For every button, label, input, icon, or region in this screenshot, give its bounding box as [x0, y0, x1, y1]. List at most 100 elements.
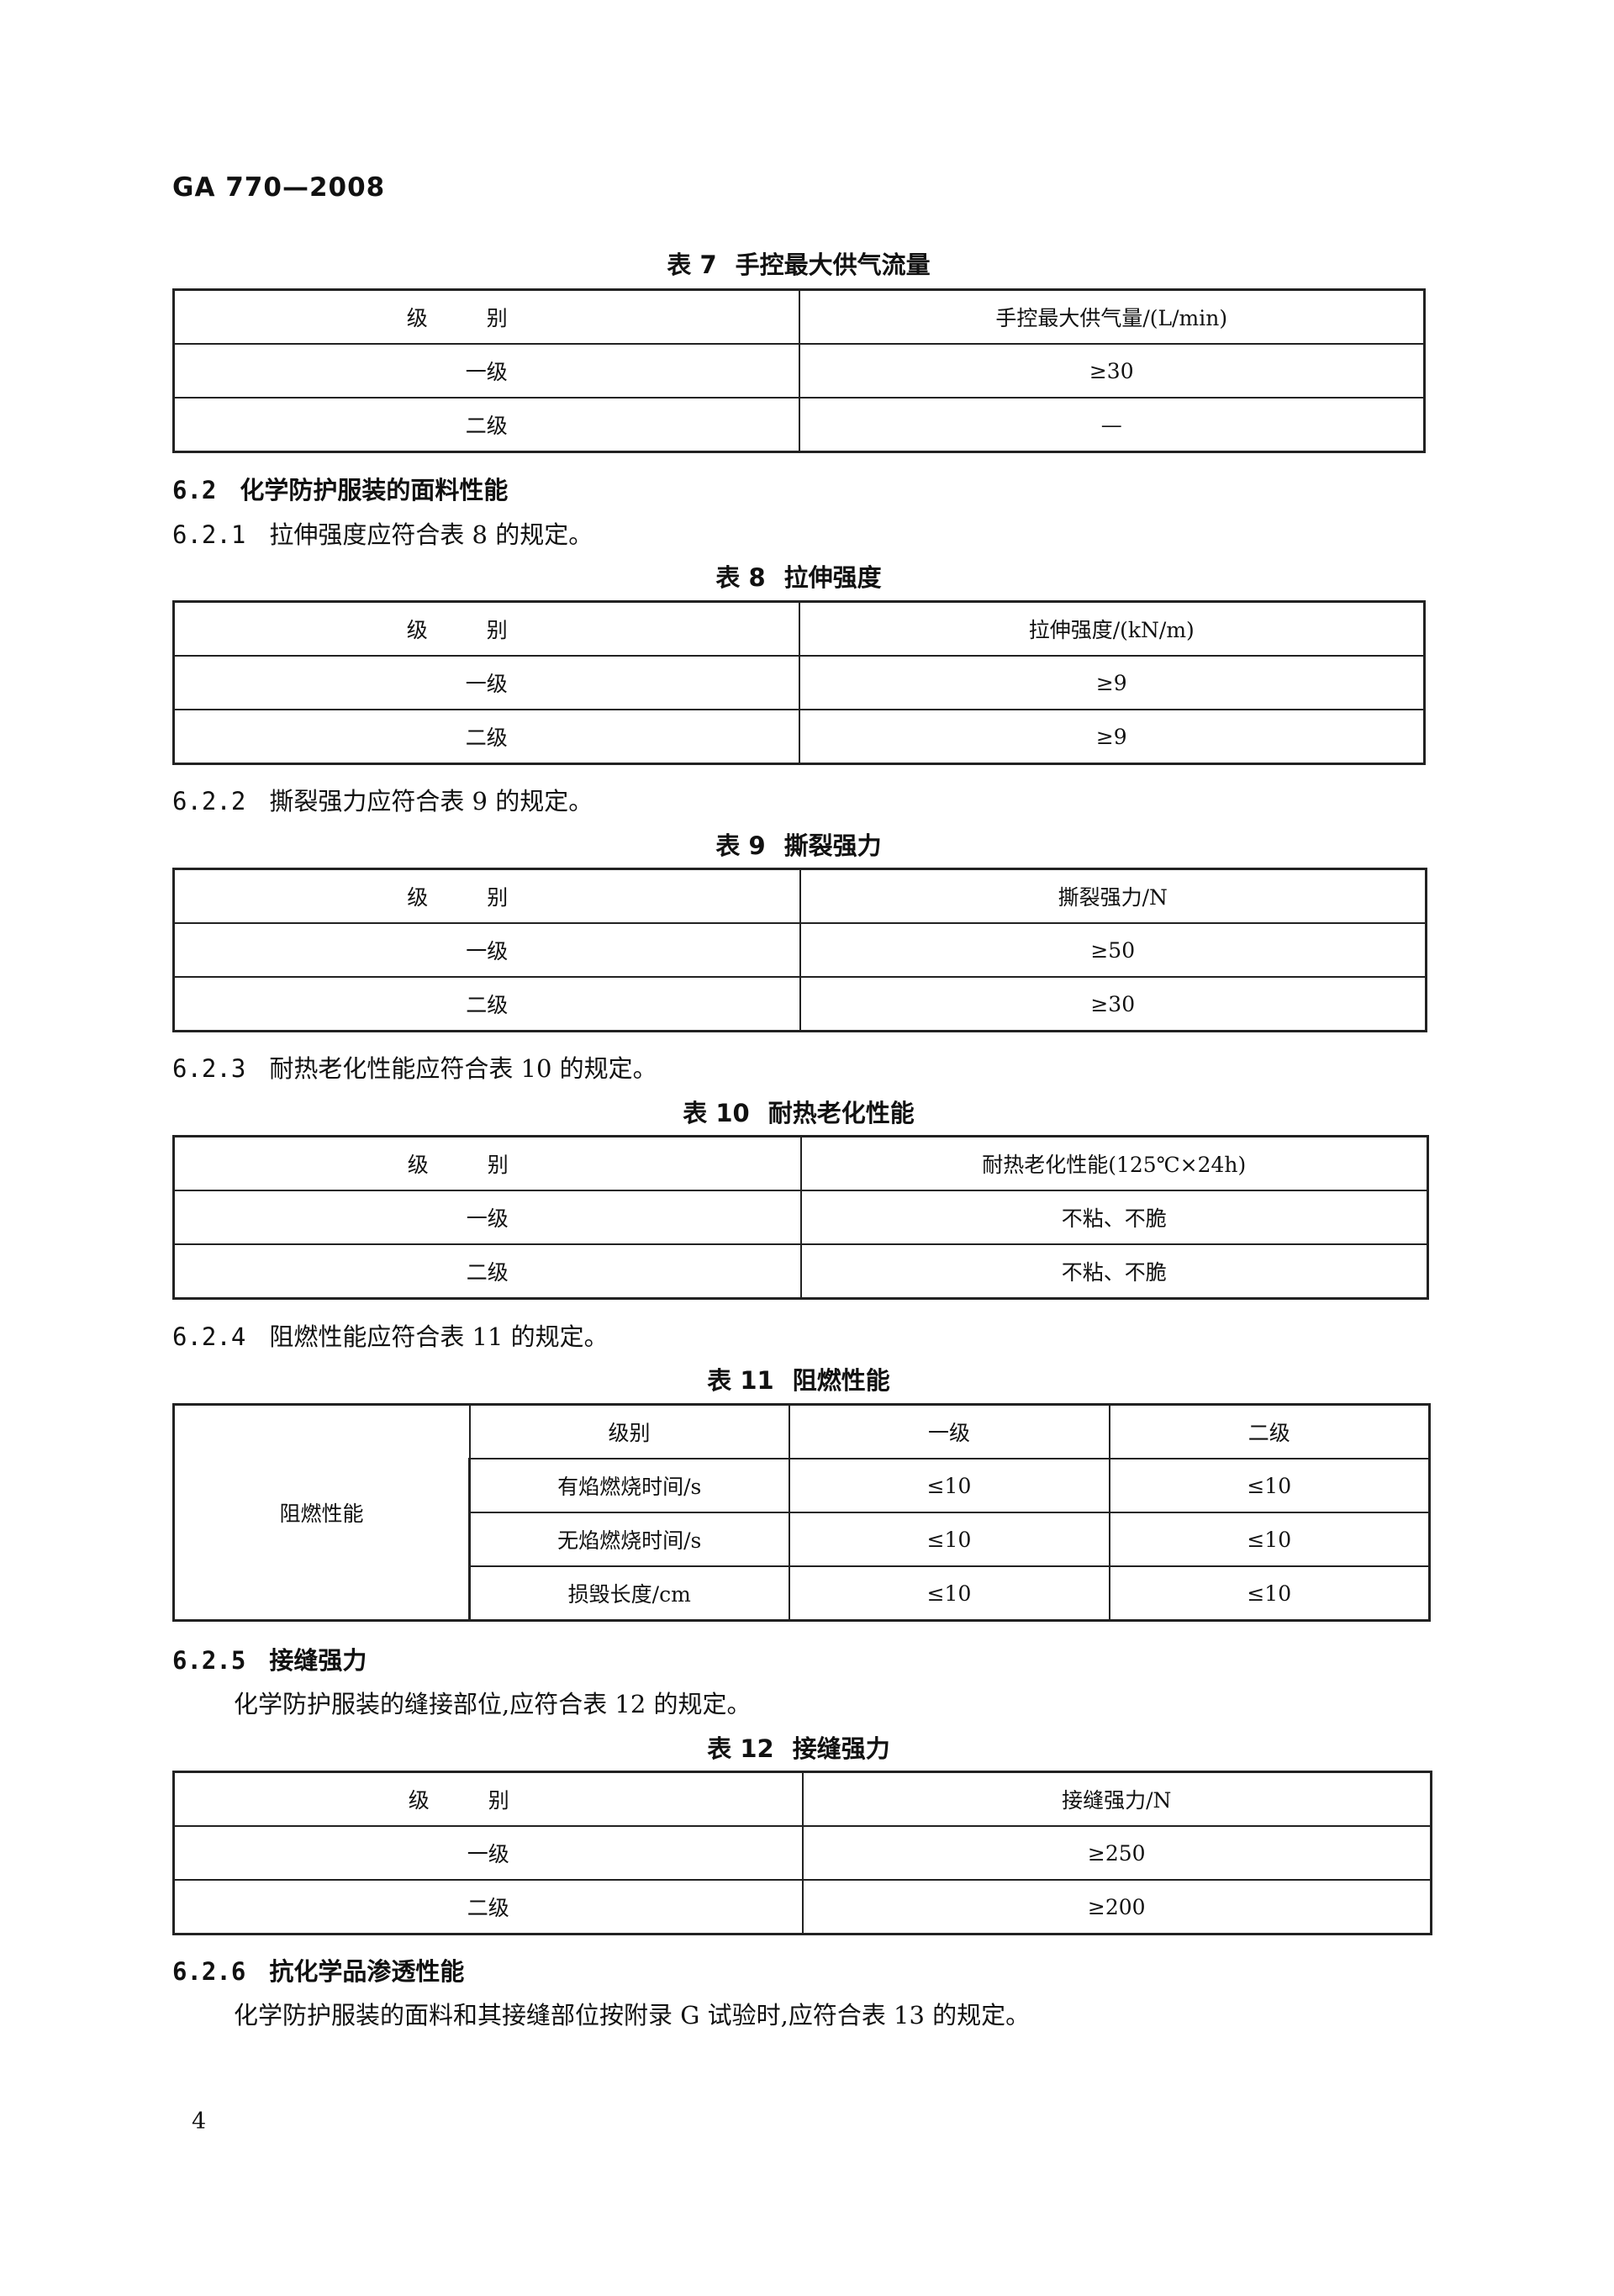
section-title: 接缝强力	[269, 1646, 367, 1675]
table-row: 二级 ≥30	[172, 976, 1427, 1032]
table7-cell: 一级	[172, 343, 800, 399]
table10-caption-number: 表 10	[683, 1099, 750, 1127]
section-number: 6.2.3	[172, 1054, 246, 1083]
table10-cell: 二级	[172, 1243, 802, 1300]
section-number: 6.2	[172, 476, 217, 504]
table8-cell: ≥9	[798, 655, 1426, 710]
table7-cell: ≥30	[798, 343, 1426, 399]
table8-cell: 二级	[172, 709, 800, 765]
table12-header-level: 级别	[172, 1771, 804, 1827]
table8-caption-number: 表 8	[715, 563, 766, 592]
table9: 级别 撕裂强力/N 一级 ≥50 二级 ≥30	[172, 868, 1427, 1032]
table9-caption-title: 撕裂强力	[783, 831, 882, 860]
section-6-2-3: 6.2.3 耐热老化性能应符合表 10 的规定。	[172, 1049, 657, 1085]
paragraph-6-2-5: 化学防护服装的缝接部位,应符合表 12 的规定。	[234, 1690, 752, 1718]
table8-cell: ≥9	[798, 709, 1426, 765]
section-title: 抗化学品渗透性能	[269, 1957, 465, 1986]
table11-cell: ≤10	[1108, 1512, 1431, 1567]
table9-header-value: 撕裂强力/N	[799, 868, 1427, 924]
section-number: 6.2.1	[172, 520, 246, 549]
table-row: 损毁长度/cm ≤10 ≤10	[174, 1565, 1431, 1622]
table7: 级别 手控最大供气量/(L/min) 一级 ≥30 二级 —	[172, 288, 1426, 453]
table10-caption-title: 耐热老化性能	[767, 1099, 915, 1127]
table9-cell: 二级	[172, 976, 801, 1032]
table9-cell: ≥30	[799, 976, 1427, 1032]
table9-cell: ≥50	[799, 922, 1427, 978]
table11-header-grade2: 二级	[1108, 1403, 1431, 1459]
table12-caption-title: 接缝强力	[792, 1734, 890, 1763]
table-row: 级别 拉伸强度/(kN/m)	[172, 600, 1426, 657]
table9-header-level: 级别	[172, 868, 801, 924]
table7-cell: 二级	[172, 397, 800, 453]
table-row: 级别 接缝强力/N	[172, 1771, 1432, 1827]
table11-cell: 无焰燃烧时间/s	[468, 1512, 790, 1567]
section-number: 6.2.2	[172, 787, 246, 815]
table12: 级别 接缝强力/N 一级 ≥250 二级 ≥200	[172, 1771, 1432, 1935]
section-number: 6.2.5	[172, 1646, 246, 1675]
table10-cell: 不粘、不脆	[799, 1190, 1429, 1245]
section-6-2-1: 6.2.1 拉伸强度应符合表 8 的规定。	[172, 515, 593, 551]
table8-caption: 表 8 拉伸强度	[172, 558, 1425, 594]
table-row: 二级 —	[172, 397, 1426, 453]
table12-caption-number: 表 12	[707, 1734, 774, 1763]
document-header: GA 770—2008	[172, 172, 386, 203]
table12-header-value: 接缝强力/N	[801, 1771, 1432, 1827]
table-row: 级别 耐热老化性能(125℃×24h)	[172, 1135, 1429, 1191]
section-6-2-2: 6.2.2 撕裂强力应符合表 9 的规定。	[172, 782, 593, 817]
table-row: 一级 ≥30	[172, 343, 1426, 399]
table10-header-level: 级别	[172, 1135, 802, 1191]
table-row: 一级 ≥9	[172, 655, 1426, 710]
table7-header-level: 级别	[172, 288, 800, 345]
table11-cell: ≤10	[788, 1565, 1110, 1622]
table12-caption: 表 12 接缝强力	[172, 1729, 1425, 1765]
page-number: 4	[192, 2109, 207, 2135]
table11-row-label: 阻燃性能	[172, 1403, 471, 1622]
table8-header-level: 级别	[172, 600, 800, 657]
table11-caption: 表 11 阻燃性能	[172, 1361, 1425, 1396]
table-row: 二级 不粘、不脆	[172, 1243, 1429, 1300]
table-row: 一级 不粘、不脆	[172, 1190, 1429, 1245]
section-6-2: 6.2 化学防护服装的面料性能	[172, 471, 508, 506]
table-row: 阻燃性能 级别 一级 二级	[172, 1403, 1431, 1622]
table11-cell: 损毁长度/cm	[468, 1565, 790, 1622]
table11-cell: ≤10	[1108, 1458, 1431, 1513]
table11-caption-title: 阻燃性能	[792, 1366, 890, 1395]
table8-caption-title: 拉伸强度	[783, 563, 882, 592]
table-row: 二级 ≥200	[172, 1879, 1432, 1935]
table10-caption: 表 10 耐热老化性能	[172, 1094, 1425, 1129]
table-row: 有焰燃烧时间/s ≤10 ≤10	[174, 1458, 1431, 1513]
table12-cell: 一级	[172, 1825, 804, 1881]
table12-cell: 二级	[172, 1879, 804, 1935]
table7-caption-number: 表 7	[667, 251, 717, 279]
table11: 阻燃性能 级别 一级 二级 有焰燃烧时间/s ≤10 ≤10 无焰燃烧时间/s …	[172, 1403, 1431, 1622]
section-number: 6.2.4	[172, 1322, 246, 1351]
section-6-2-5: 6.2.5 接缝强力	[172, 1641, 367, 1676]
table8-cell: 一级	[172, 655, 800, 710]
table9-caption-number: 表 9	[715, 831, 766, 860]
table-row: 级别 手控最大供气量/(L/min)	[172, 288, 1426, 345]
table12-cell: ≥200	[801, 1879, 1432, 1935]
table7-cell: —	[798, 397, 1426, 453]
section-text: 耐热老化性能应符合表 10 的规定。	[269, 1054, 657, 1083]
section-title: 化学防护服装的面料性能	[240, 476, 509, 504]
section-text: 拉伸强度应符合表 8 的规定。	[269, 520, 593, 549]
table10-cell: 不粘、不脆	[799, 1243, 1429, 1300]
table11-cell: 有焰燃烧时间/s	[468, 1458, 790, 1513]
section-text: 撕裂强力应符合表 9 的规定。	[269, 787, 593, 815]
table9-caption: 表 9 撕裂强力	[172, 826, 1425, 862]
table8: 级别 拉伸强度/(kN/m) 一级 ≥9 二级 ≥9	[172, 600, 1426, 765]
table11-header-grade1: 一级	[788, 1403, 1110, 1459]
table-row: 无焰燃烧时间/s ≤10 ≤10	[174, 1512, 1431, 1567]
table11-caption-number: 表 11	[707, 1366, 774, 1395]
table-row: 一级 ≥250	[172, 1825, 1432, 1881]
table-row: 一级 ≥50	[172, 922, 1427, 978]
table10: 级别 耐热老化性能(125℃×24h) 一级 不粘、不脆 二级 不粘、不脆	[172, 1135, 1429, 1300]
table11-header-level: 级别	[468, 1403, 790, 1459]
table11-cell: ≤10	[1108, 1565, 1431, 1622]
table11-cell: ≤10	[788, 1458, 1110, 1513]
table8-header-value: 拉伸强度/(kN/m)	[798, 600, 1426, 657]
table-row: 二级 ≥9	[172, 709, 1426, 765]
